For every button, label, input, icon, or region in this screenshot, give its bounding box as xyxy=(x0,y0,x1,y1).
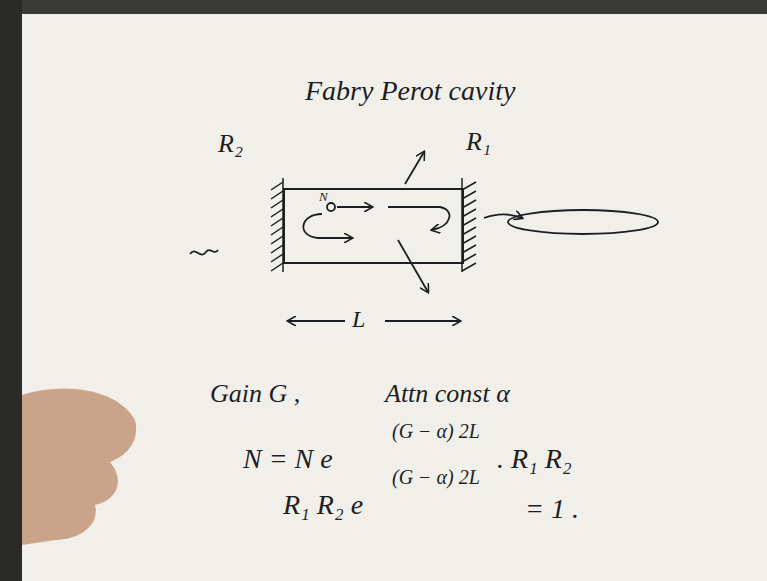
mirror-hatch xyxy=(271,182,283,190)
mirror-hatch xyxy=(462,245,476,253)
mirror-hatch xyxy=(271,191,283,199)
screen-frame xyxy=(0,0,767,14)
mirror-hatch xyxy=(271,263,283,271)
mirror-hatch xyxy=(462,218,476,226)
mirror-hatch xyxy=(462,236,476,244)
mirror-hatch xyxy=(271,200,283,208)
mirror-hatch xyxy=(462,263,476,271)
mirror-hatch xyxy=(271,218,283,226)
equation-exponent: (G − α) 2L xyxy=(392,420,480,442)
equation-part: R₁ R₂ e xyxy=(283,490,363,521)
equation-exponent: (G − α) 2L xyxy=(392,466,480,488)
mirror-hatch xyxy=(462,209,476,217)
dimension-label: L xyxy=(352,306,365,332)
equation-part: N = N e xyxy=(243,444,333,475)
mirror-hatch xyxy=(462,200,476,208)
mirror-hatch xyxy=(271,254,283,262)
mirror-hatch xyxy=(271,209,283,217)
diagram-title: Fabry Perot cavity xyxy=(305,76,515,107)
carrier-label: N xyxy=(319,190,328,204)
mirror-reflectivity: R₁ xyxy=(466,128,491,157)
parameter-label: Gain G , xyxy=(210,380,300,409)
equation-part: . R₁ R₂ xyxy=(497,444,572,475)
mirror-hatch xyxy=(271,236,283,244)
mirror-reflectivity: R₂ xyxy=(218,130,243,159)
equation-part: = 1 . xyxy=(525,494,579,525)
mirror-hatch xyxy=(462,254,476,262)
cavity-box: N xyxy=(283,188,464,264)
parameter-label: Attn const α xyxy=(385,380,510,409)
mirror-hatch xyxy=(271,245,283,253)
mirror-hatch xyxy=(462,182,476,190)
mirror-hatch xyxy=(271,227,283,235)
mirror-hatch xyxy=(462,227,476,235)
mirror-hatch xyxy=(462,191,476,199)
screen-frame xyxy=(0,0,22,581)
